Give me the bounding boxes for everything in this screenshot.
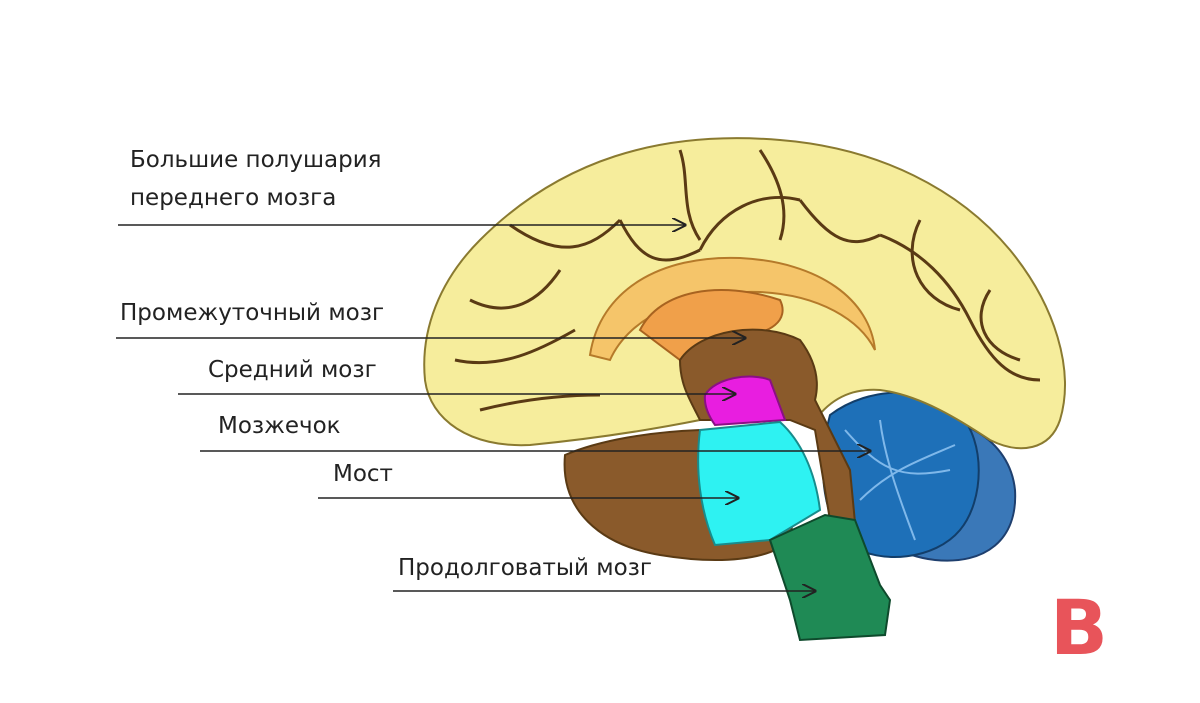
label-midbrain: Средний мозг — [208, 357, 377, 383]
pons-shape — [697, 420, 822, 547]
label-pons: Мост — [333, 461, 393, 487]
label-cerebrum-line1: Большие полушария — [130, 147, 382, 173]
label-cerebellum: Мозжечок — [218, 413, 341, 439]
label-medulla: Продолговатый мозг — [398, 555, 652, 581]
label-cerebrum-line2: переднего мозга — [130, 185, 337, 211]
corner-letter: В — [1050, 583, 1108, 672]
label-diencephalon: Промежуточный мозг — [120, 300, 385, 326]
medulla-shape — [768, 513, 892, 642]
cerebellum-shape — [821, 391, 1017, 562]
